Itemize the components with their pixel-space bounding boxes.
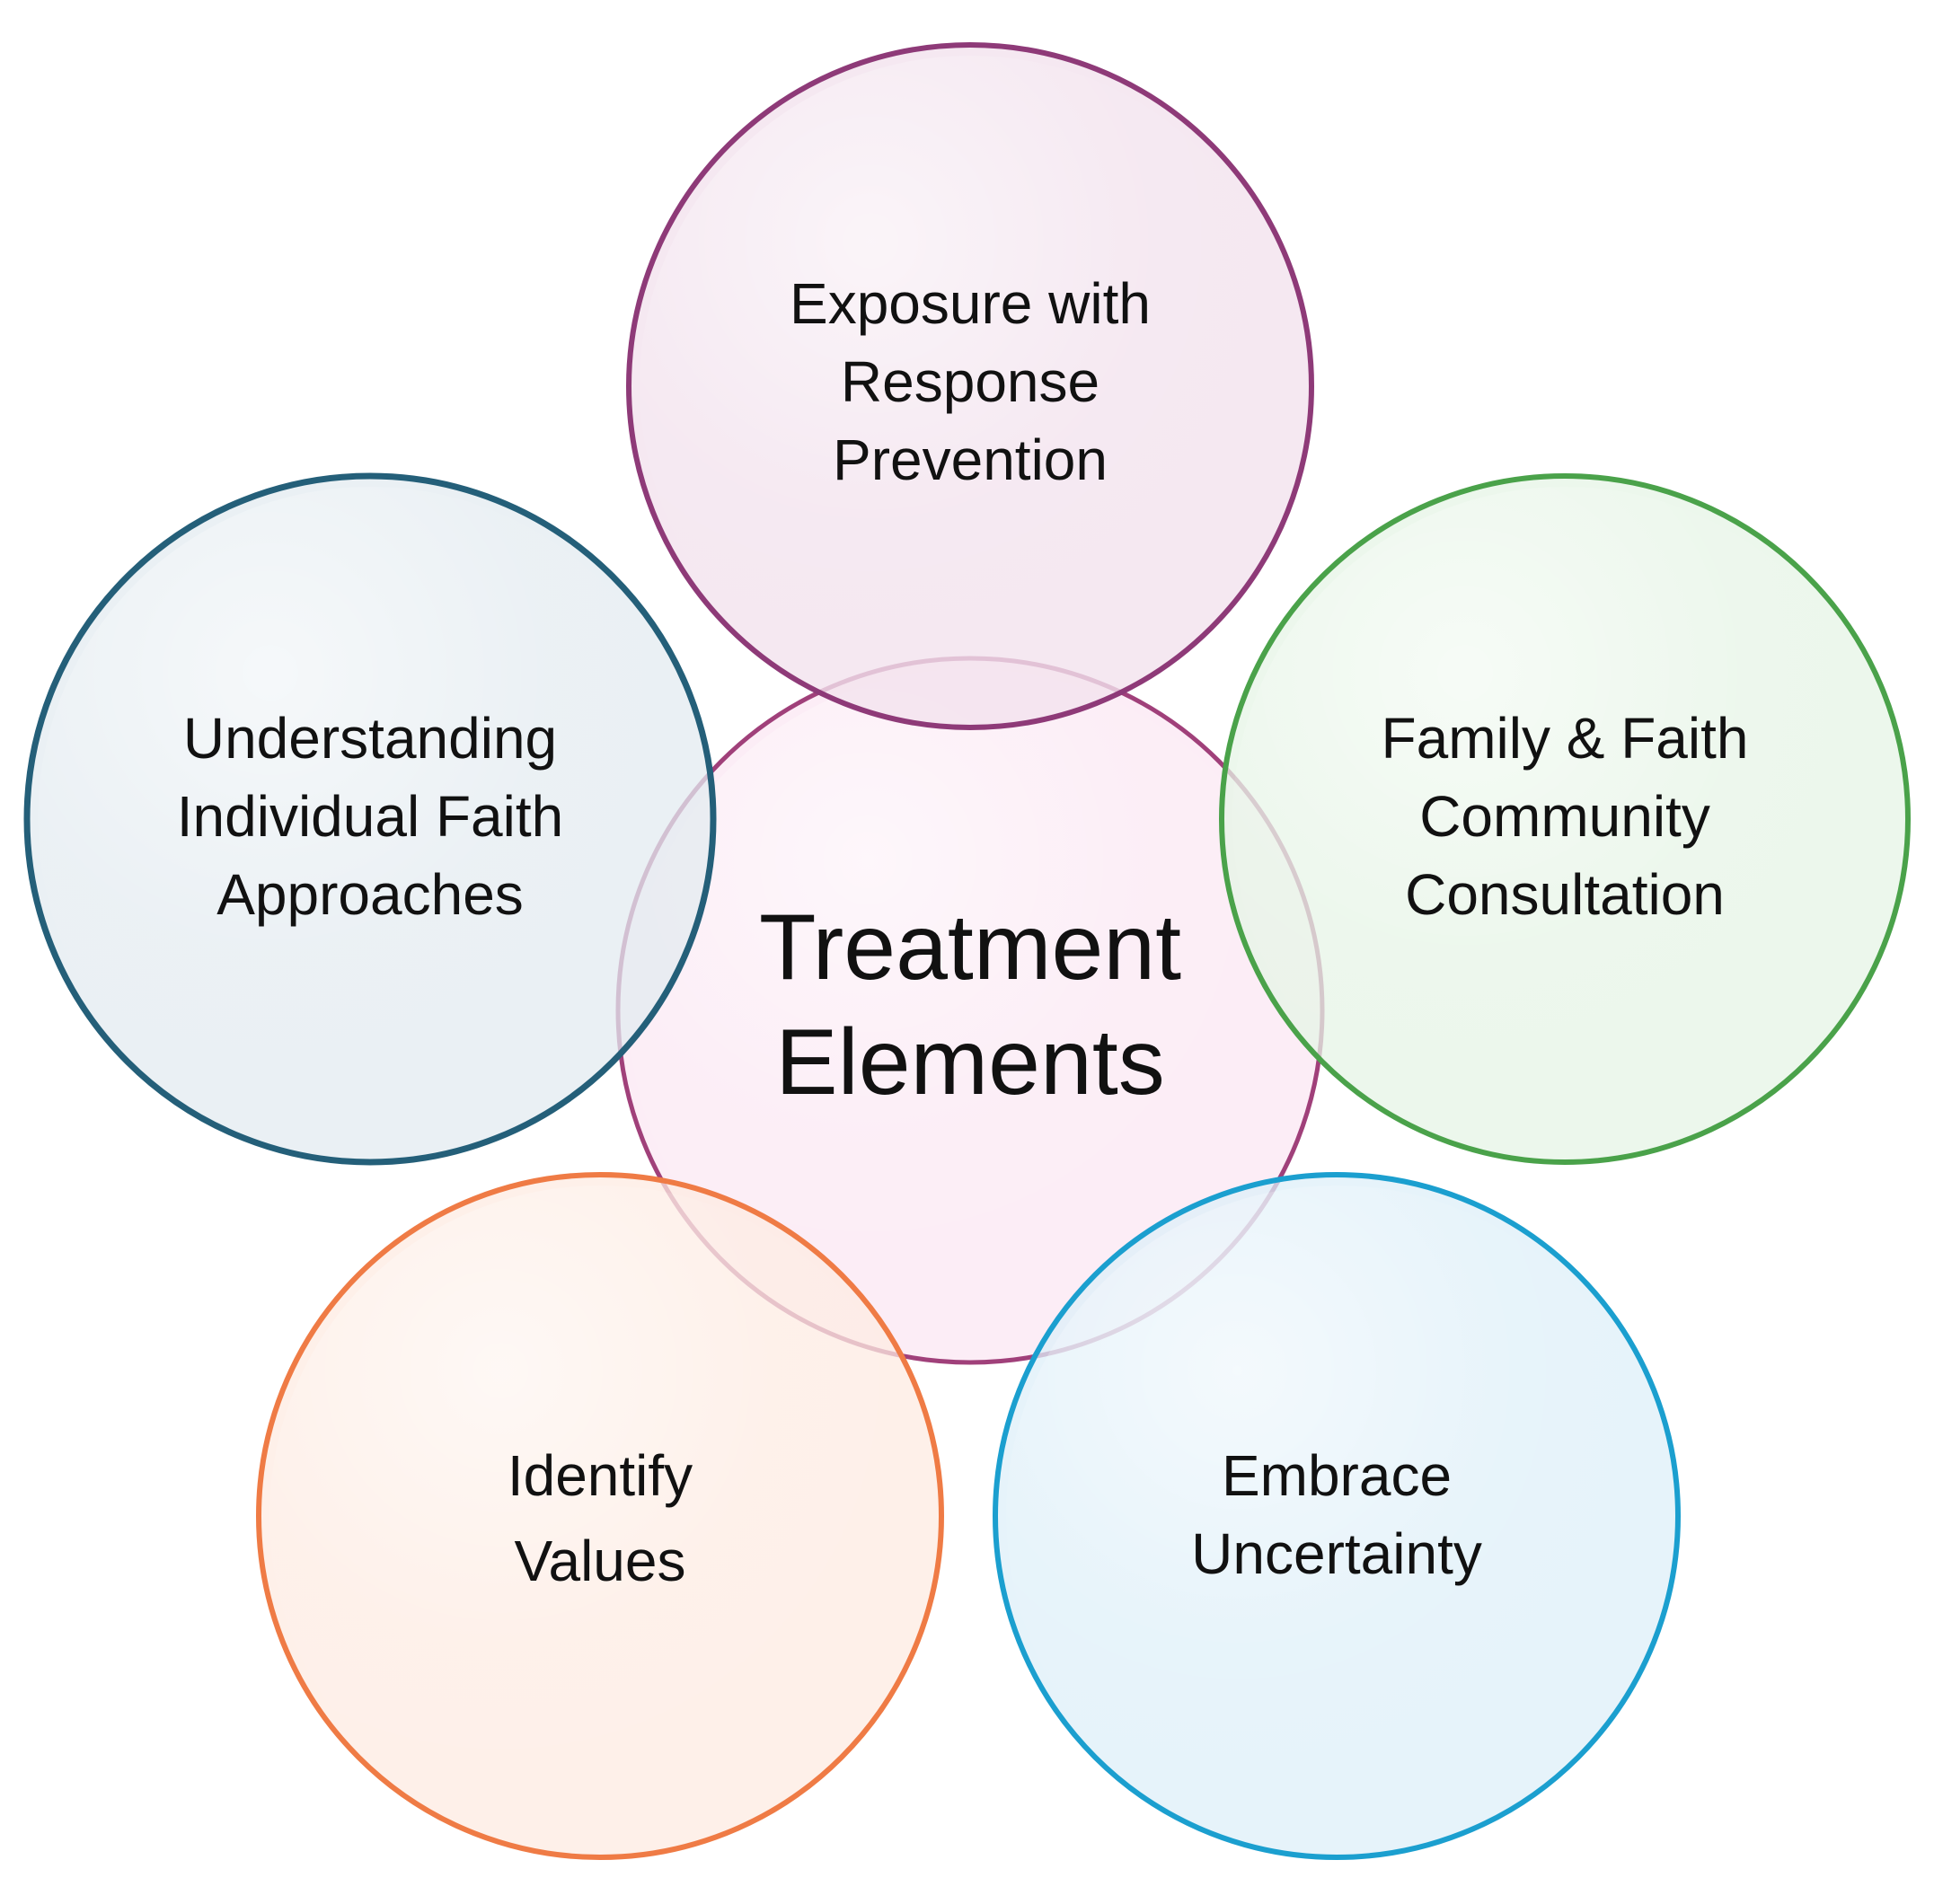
family-label-line-2: Community	[1419, 784, 1710, 849]
element-circle-family: Family & Faith Community Consultation	[1219, 473, 1911, 1165]
element-circle-understanding: Understanding Individual Faith Approache…	[23, 472, 717, 1166]
understanding-label-line-3: Approaches	[216, 862, 524, 927]
embrace-label-line-1: Embrace	[1222, 1443, 1452, 1508]
exposure-circle-gloss	[640, 56, 1301, 717]
understanding-label-line-2: Individual Faith	[177, 784, 563, 849]
understanding-circle-gloss	[38, 487, 702, 1151]
family-circle-gloss	[1232, 487, 1897, 1151]
values-circle-gloss	[269, 1186, 931, 1847]
element-circle-values: Identify Values	[256, 1172, 944, 1860]
element-circle-exposure: Exposure with Response Prevention	[626, 42, 1314, 730]
center-circle: Treatment Elements	[615, 656, 1325, 1365]
values-label-line-2: Values	[515, 1529, 686, 1593]
element-circle-embrace: Embrace Uncertainty	[993, 1172, 1681, 1860]
family-label-line-3: Consultation	[1405, 862, 1725, 927]
exposure-label-line-1: Exposure with	[790, 271, 1151, 336]
exposure-label-line-3: Prevention	[833, 428, 1108, 492]
center-title-line-2: Elements	[775, 1010, 1165, 1115]
exposure-label-line-2: Response	[841, 349, 1099, 414]
family-label-line-1: Family & Faith	[1382, 706, 1749, 771]
values-label-line-1: Identify	[508, 1443, 693, 1508]
center-title-line-1: Treatment	[759, 895, 1181, 1000]
embrace-circle-gloss	[1006, 1186, 1667, 1847]
center-circle-gloss	[629, 669, 1311, 1352]
embrace-label-line-2: Uncertainty	[1191, 1521, 1482, 1586]
understanding-label-line-1: Understanding	[183, 706, 557, 771]
